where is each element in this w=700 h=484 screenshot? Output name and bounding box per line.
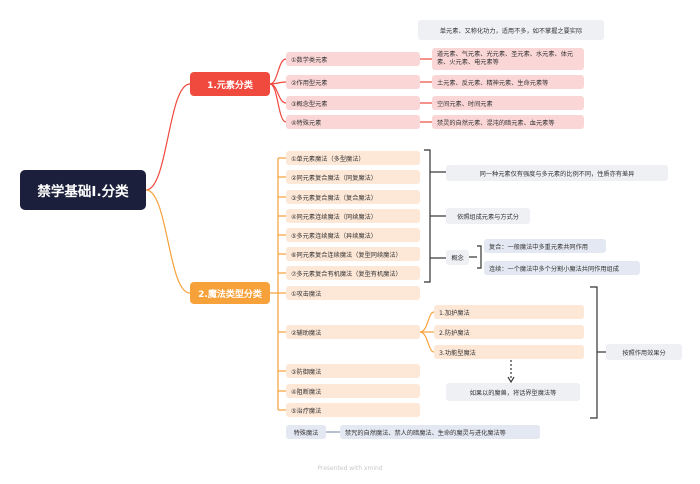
element-detail-node[interactable]: 空间元素、时间元素 <box>432 96 584 110</box>
magic-type-node[interactable]: ④同元素连续魔法（同续魔法） <box>286 209 420 223</box>
magic-type-node[interactable]: ①单元素魔法（多型魔法） <box>286 151 420 165</box>
element-type-node[interactable]: ③概念型元素 <box>286 96 420 110</box>
element-detail-node[interactable]: 道元素、气元素、光元素、圣元素、水元素、体元素、火元素、电元素等 <box>432 48 584 70</box>
note-same-element[interactable]: 同一种元素仅有强度与多元素的比例不同，性质亦有差异 <box>446 165 668 181</box>
magic-effect-node[interactable]: ③防御魔法 <box>286 364 420 378</box>
branch-element-classification[interactable]: 1.元素分类 <box>190 72 270 96</box>
note-composition[interactable]: 依照组成元素与方式分 <box>446 208 530 224</box>
magic-effect-node[interactable]: ④阻断魔法 <box>286 384 420 398</box>
root-title[interactable]: 禁学基础I.分类 <box>20 170 146 210</box>
magic-type-node[interactable]: ⑥同元素复合连续魔法（复型同续魔法） <box>286 247 420 261</box>
element-detail-node[interactable]: 土元素、反元素、精神元素、生命元素等 <box>432 75 584 89</box>
top-note[interactable]: 单元素、又称化功力，适用不多，如不掌握之要实际 <box>418 20 604 40</box>
concept-composite[interactable]: 复合：一般魔法中多重元素共同作用 <box>484 239 606 253</box>
magic-type-node[interactable]: ⑦多元素复合有机魔法（复型有机魔法） <box>286 266 420 280</box>
element-detail-node[interactable]: 禁灵的自然元素、混沌的暗元素、血元素等 <box>432 115 584 129</box>
special-magic-detail[interactable]: 禁咒的自然魔法、禁人的暗魔法、生命的魔灵与进化魔法等 <box>340 425 540 439</box>
aux-magic-node[interactable]: 3.功能型魔法 <box>434 345 584 359</box>
aux-magic-node[interactable]: 1.加护魔法 <box>434 305 584 319</box>
note-by-effect[interactable]: 按照作用效果分 <box>606 344 682 360</box>
element-type-node[interactable]: ①数学类元素 <box>286 52 420 66</box>
magic-type-node[interactable]: ③多元素复合魔法（复合魔法） <box>286 190 420 204</box>
element-type-node[interactable]: ④特殊元素 <box>286 115 420 129</box>
concept-label[interactable]: 概念 <box>446 250 469 265</box>
magic-effect-node[interactable]: ②辅助魔法 <box>286 325 420 339</box>
aux-magic-node[interactable]: 2.防护魔法 <box>434 325 584 339</box>
magic-type-node[interactable]: ②同元素复合魔法（同复魔法） <box>286 170 420 184</box>
branch-magic-type-classification[interactable]: 2.魔法类型分类 <box>190 282 270 304</box>
concept-continuous[interactable]: 连续：一个魔法中多个分割小魔法共同作用组成 <box>484 261 640 275</box>
magic-effect-node[interactable]: ①攻击魔法 <box>286 286 420 300</box>
xmind-footer: Presented with xmind <box>317 465 383 472</box>
magic-type-node[interactable]: ⑤多元素连续魔法（异续魔法） <box>286 228 420 242</box>
note-aux[interactable]: 如果以的魔兽，将话界型魔法等 <box>446 383 580 401</box>
special-magic-label[interactable]: 特殊魔法 <box>286 425 326 439</box>
element-type-node[interactable]: ②作用型元素 <box>286 75 420 89</box>
magic-effect-node[interactable]: ⑤治疗魔法 <box>286 403 420 417</box>
